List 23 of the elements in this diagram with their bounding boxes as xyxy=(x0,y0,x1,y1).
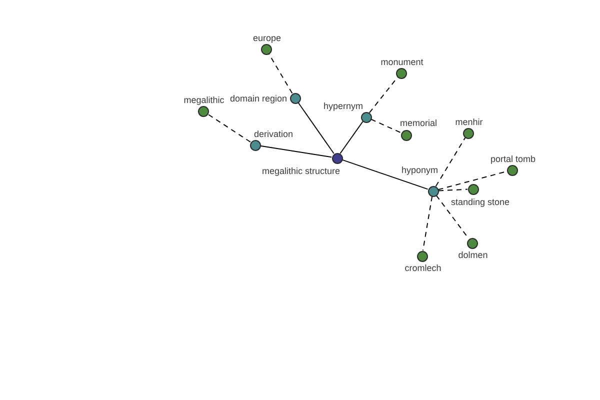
node-label: monument xyxy=(380,57,424,68)
connector-line xyxy=(342,159,428,190)
node-label: domain region xyxy=(230,94,287,104)
dashed-connector xyxy=(438,188,468,192)
node-label: dolmen xyxy=(458,250,488,261)
dashed-connector xyxy=(207,114,251,142)
node-label: standing stone xyxy=(451,197,510,208)
node-label: hypernym xyxy=(323,101,363,112)
connector-line xyxy=(340,121,364,154)
dashed-connector xyxy=(435,137,466,187)
node-label: menhir xyxy=(455,117,483,128)
dashed-connector xyxy=(370,118,402,134)
node-label: portal tomb xyxy=(490,154,536,165)
node-label: cromlech xyxy=(404,263,442,274)
node-label: memorial xyxy=(400,118,438,129)
node-label: derivation xyxy=(254,129,294,140)
node-label: megalithic xyxy=(184,95,224,106)
connector-line xyxy=(260,145,332,158)
node-label: europe xyxy=(252,33,282,44)
node-label: megalithic structure xyxy=(262,166,340,177)
dashed-connector xyxy=(422,196,433,252)
connector-line xyxy=(298,102,334,154)
node-label: hyponym xyxy=(401,165,438,176)
